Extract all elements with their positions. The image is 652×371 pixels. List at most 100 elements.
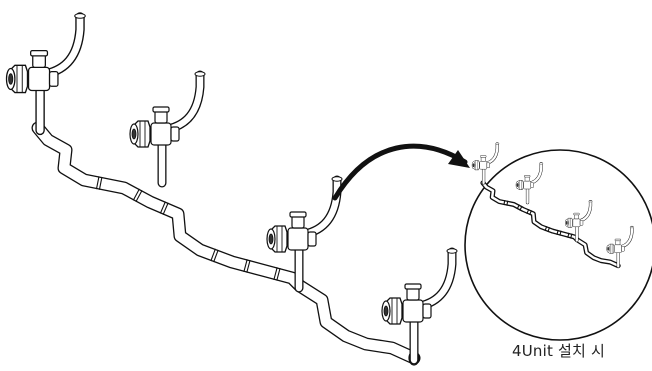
branch-unit-1-service-port <box>32 54 46 69</box>
header-band-11 <box>276 267 281 281</box>
mini-branch-unit-2-nut-bore <box>516 183 519 187</box>
branch-unit-1-port-cap <box>30 49 49 57</box>
mini-branch-unit-1-nut-bore <box>472 163 475 168</box>
mini-branch-unit-4-riser-cap <box>629 226 634 229</box>
branch-unit-3-body <box>287 227 309 251</box>
branch-unit-3-riser-cap <box>331 176 343 182</box>
branch-unit-2-nut-bore <box>131 128 137 140</box>
mini-piping-layout <box>471 142 634 269</box>
branch-unit-3-right-fitting <box>307 231 317 247</box>
branch-unit-1-nut-bore <box>8 73 14 85</box>
branch-unit-2-riser <box>163 70 205 134</box>
mini-branch-unit-4-nut-bore <box>607 246 610 251</box>
mini-branch-unit-2-body <box>523 180 531 190</box>
mini-branch-unit-1-riser <box>484 142 499 166</box>
header-band-8 <box>243 259 248 273</box>
header-band-1 <box>98 176 103 190</box>
branch-unit-4-right-fitting <box>422 303 432 319</box>
header-band-6 <box>210 248 216 262</box>
mini-header-band-7 <box>547 227 551 233</box>
mini-branch-unit-3-port-cap <box>573 212 580 216</box>
mini-branch-unit-1-right-fitting <box>486 162 490 168</box>
header-tube <box>31 121 421 365</box>
mini-header-band-2 <box>516 204 520 210</box>
mini-header-band-10 <box>567 232 570 238</box>
mini-branch-unit-4-port-cap <box>614 238 621 242</box>
mini-header-band-11 <box>570 233 573 239</box>
mini-branch-unit-1-riser-core <box>484 142 499 165</box>
header-band-0 <box>95 176 100 190</box>
branch-unit-2-right-fitting <box>170 126 180 142</box>
branch-unit-4-body <box>402 299 424 323</box>
mini-header-band-9 <box>559 230 562 236</box>
mini-branch-unit-2-right-fitting <box>530 182 534 188</box>
header-band-4 <box>159 201 166 214</box>
mini-branch-unit-1-service-port <box>480 156 486 162</box>
detail-circle-view <box>464 142 652 341</box>
detail-caption: 4Unit 설치 시 <box>512 342 606 360</box>
mini-branch-unit-4 <box>606 225 634 269</box>
branch-unit-2 <box>129 70 206 188</box>
branch-unit-1 <box>5 12 86 136</box>
branch-unit-4 <box>381 247 458 365</box>
mini-branch-unit-3-nut-bore <box>565 220 568 225</box>
branch-unit-2-service-port <box>154 110 168 124</box>
branch-unit-4-nut-bore <box>383 305 389 317</box>
mini-header-band-3 <box>519 205 523 211</box>
branch-unit-3-port-cap <box>289 211 307 218</box>
header-band-7 <box>213 249 219 263</box>
mini-branch-unit-1-body <box>479 161 488 170</box>
mini-branch-unit-2-service-port <box>524 176 530 182</box>
header-band-5 <box>162 202 169 215</box>
mini-header-band-4 <box>526 208 530 215</box>
mini-header-band-5 <box>529 210 533 216</box>
mini-header-band-6 <box>544 226 548 232</box>
header-band-3 <box>135 190 143 203</box>
branch-unit-3-riser-core <box>301 176 341 238</box>
mini-branch-unit-3 <box>565 199 593 243</box>
branch-unit-3-service-port <box>291 215 305 229</box>
mini-header-band-1 <box>506 200 509 206</box>
mini-branch-unit-1-riser-cap <box>495 142 500 145</box>
branch-unit-1-riser-core <box>43 13 84 78</box>
mini-branch-unit-1 <box>471 142 500 185</box>
branch-unit-1-riser <box>41 12 85 79</box>
mini-branch-unit-3-body <box>572 218 581 228</box>
mini-header-band-8 <box>556 229 559 235</box>
mini-branch-unit-4-right-fitting <box>621 246 625 252</box>
detail-circle <box>464 149 652 341</box>
branch-unit-4-riser <box>415 247 457 311</box>
branch-unit-1-body <box>27 66 51 92</box>
header-tube-core <box>32 122 420 364</box>
mini-branch-unit-2-port-cap <box>524 175 531 178</box>
branch-unit-3-nut-bore <box>268 233 274 245</box>
header-band-9 <box>246 259 251 273</box>
branch-unit-1-right-fitting <box>48 70 59 87</box>
magnify-arrowhead <box>448 150 470 168</box>
branch-unit-3-riser <box>300 175 342 239</box>
mini-branch-unit-1-port-cap <box>480 155 487 158</box>
branch-unit-1-riser-cap <box>74 13 86 19</box>
header-band-2 <box>132 188 140 201</box>
branch-unit-2-riser-cap <box>194 71 206 77</box>
mini-branch-unit-4-service-port <box>615 240 621 246</box>
mini-header-tube <box>480 180 621 269</box>
magnify-arrow <box>332 143 468 201</box>
mini-branch-unit-3-service-port <box>574 214 579 220</box>
branch-unit-4-riser-cap <box>446 248 458 254</box>
branch-unit-2-port-cap <box>152 106 170 113</box>
main-header-pipe <box>31 121 421 366</box>
header-band-10 <box>273 267 278 281</box>
branch-unit-2-riser-core <box>164 71 204 133</box>
mini-branch-unit-2 <box>515 162 544 205</box>
branch-unit-4-service-port <box>406 287 420 301</box>
header-tube-outline <box>31 121 421 365</box>
branch-unit-4-port-cap <box>404 283 422 290</box>
mini-branch-unit-3-riser-cap <box>588 200 593 203</box>
branch-unit-4-riser-core <box>416 248 456 310</box>
mini-header-tube-core <box>481 181 620 267</box>
branch-units <box>5 12 458 365</box>
mini-branch-unit-4-body <box>614 244 622 253</box>
